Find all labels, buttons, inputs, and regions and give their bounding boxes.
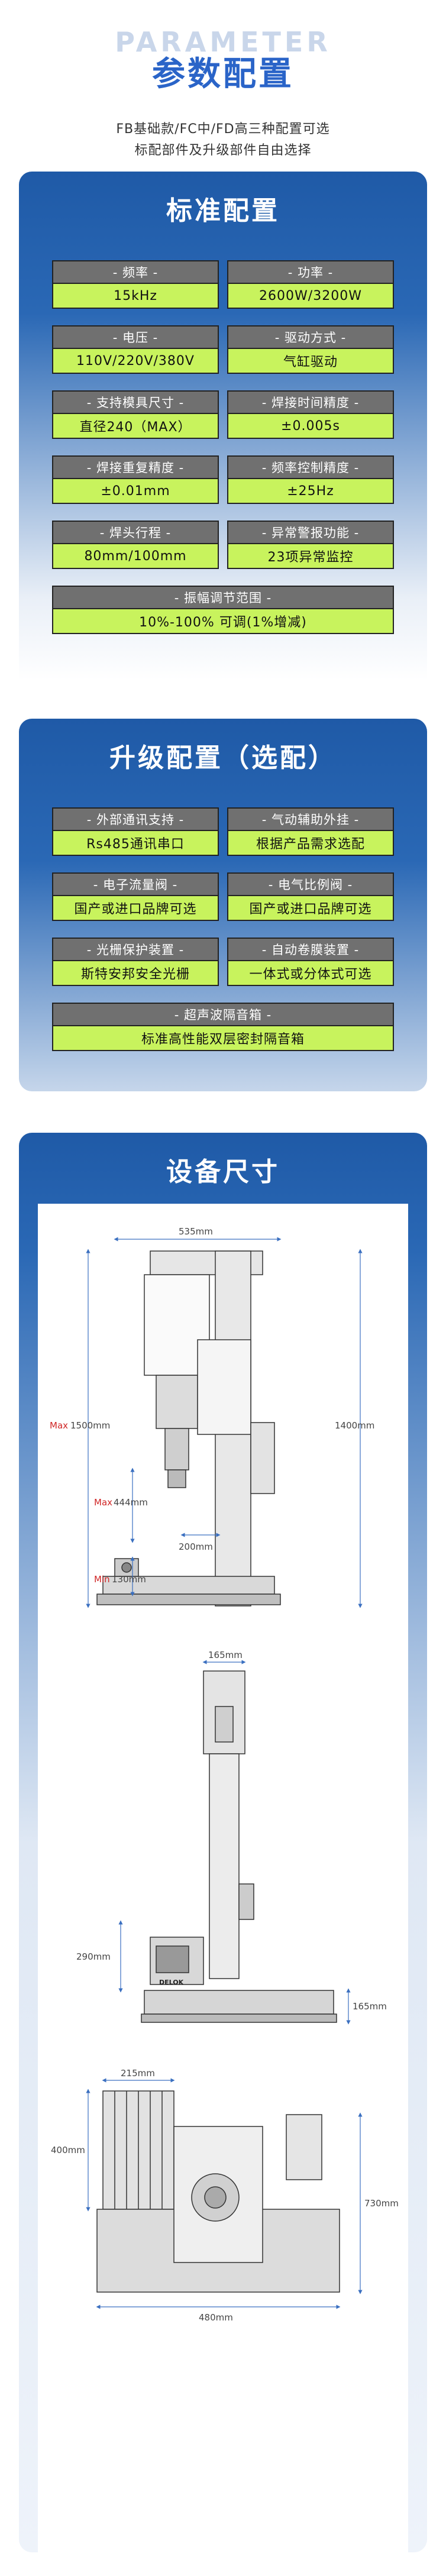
front-max-prefix: Max: [50, 1420, 68, 1431]
page-header: PARAMETER 参数配置 FB基础款/FC中/FD高三种配置可选 标配部件及…: [0, 0, 446, 172]
spec-value: 23项异常监控: [227, 544, 394, 569]
spec-value: 80mm/100mm: [52, 544, 219, 569]
spec-label: - 频率 -: [52, 260, 219, 284]
spec-weld-time-precision: - 焊接时间精度 - ±0.005s: [227, 390, 394, 439]
spec-value: ±0.005s: [227, 414, 394, 439]
spec-value: 15kHz: [52, 284, 219, 309]
upgrade-light-curtain: - 光栅保护装置 - 斯特安邦安全光栅: [52, 938, 219, 986]
spec-label: - 焊接重复精度 -: [52, 455, 219, 479]
upgrade-label: - 外部通讯支持 -: [52, 807, 219, 831]
upgrade-value: 标准高性能双层密封隔音箱: [52, 1026, 394, 1051]
spec-label: - 驱动方式 -: [227, 325, 394, 349]
spec-label: - 异常警报功能 -: [227, 521, 394, 544]
spec-mold-size: - 支持模具尺寸 - 直径240（MAX）: [52, 390, 219, 439]
spec-label: - 功率 -: [227, 260, 394, 284]
side-view-machine: [141, 1670, 337, 2023]
header-ghost-text: PARAMETER: [115, 26, 331, 58]
upgrade-label: - 超声波隔音箱 -: [52, 1003, 394, 1026]
upgrade-proportional-valve: - 电气比例阀 - 国产或进口品牌可选: [227, 872, 394, 921]
spec-voltage: - 电压 - 110V/220V/380V: [52, 325, 219, 374]
spec-label: - 频率控制精度 -: [227, 455, 394, 479]
front-view-machine: [96, 1250, 281, 1607]
upgrade-config-title: 升级配置（选配）: [109, 743, 337, 773]
upgrade-config-panel: 升级配置（选配） - 外部通讯支持 - Rs485通讯串口 - 气动辅助外挂 -…: [19, 719, 427, 1091]
side-box-height-label: 290mm: [76, 1951, 111, 1962]
front-min-height-label: 130mm: [112, 1574, 146, 1585]
standard-config-title: 标准配置: [166, 196, 280, 226]
spec-label: - 电压 -: [52, 325, 219, 349]
upgrade-value: 根据产品需求选配: [227, 831, 394, 856]
upgrade-film-roller: - 自动卷膜装置 - 一体式或分体式可选: [227, 938, 394, 986]
spec-value: 110V/220V/380V: [52, 349, 219, 374]
side-top-width-label: 165mm: [208, 1650, 243, 1660]
spec-label: - 焊头行程 -: [52, 521, 219, 544]
dimensions-drawing-area: 535mm Max 1500mm 1400mm Max 444mm 200mm …: [38, 1204, 408, 2552]
top-left-height-label: 400mm: [51, 2145, 85, 2155]
upgrade-flow-valve: - 电子流量阀 - 国产或进口品牌可选: [52, 872, 219, 921]
dimension-drawings: 535mm Max 1500mm 1400mm Max 444mm 200mm …: [50, 1226, 399, 2323]
spec-value: ±0.01mm: [52, 479, 219, 504]
upgrade-value: 一体式或分体式可选: [227, 961, 394, 986]
dimensions-title: 设备尺寸: [166, 1157, 280, 1187]
side-base-height-label: 165mm: [353, 2001, 387, 2012]
front-depth-label: 200mm: [179, 1541, 213, 1552]
front-width-label: 535mm: [179, 1226, 213, 1237]
spec-repeat-precision: - 焊接重复精度 - ±0.01mm: [52, 455, 219, 504]
top-base-width-label: 480mm: [199, 2312, 233, 2323]
spec-alarm: - 异常警报功能 - 23项异常监控: [227, 521, 394, 569]
page-title: 参数配置: [152, 55, 294, 93]
standard-config-grid: - 频率 - 15kHz - 功率 - 2600W/3200W - 电压 - 1…: [52, 260, 394, 639]
header-subtitle-2: 标配部件及升级部件自由选择: [134, 143, 312, 158]
upgrade-soundproof-box: - 超声波隔音箱 - 标准高性能双层密封隔音箱: [52, 1003, 394, 1051]
front-max-height-label: 1500mm: [70, 1420, 110, 1431]
top-width-label: 215mm: [121, 2068, 155, 2079]
spec-value: 2600W/3200W: [227, 284, 394, 309]
upgrade-value: 斯特安邦安全光栅: [52, 961, 219, 986]
spec-value: 直径240（MAX）: [52, 414, 219, 439]
front-min-prefix: Min: [94, 1574, 110, 1585]
spec-horn-stroke: - 焊头行程 - 80mm/100mm: [52, 521, 219, 569]
spec-drive-mode: - 驱动方式 - 气缸驱动: [227, 325, 394, 374]
upgrade-pneumatic-aux: - 气动辅助外挂 - 根据产品需求选配: [227, 807, 394, 856]
front-stroke-prefix: Max: [94, 1497, 112, 1508]
front-stroke-label: 444mm: [114, 1497, 148, 1508]
side-brand-label: DELOK: [159, 1979, 184, 1986]
spec-frequency: - 频率 - 15kHz: [52, 260, 219, 309]
spec-value: 10%-100% 可调(1%增减): [52, 609, 394, 634]
upgrade-config-grid: - 外部通讯支持 - Rs485通讯串口 - 气动辅助外挂 - 根据产品需求选配…: [52, 807, 394, 1056]
spec-value: ±25Hz: [227, 479, 394, 504]
upgrade-value: 国产或进口品牌可选: [52, 896, 219, 921]
spec-label: - 振幅调节范围 -: [52, 586, 394, 609]
upgrade-label: - 电气比例阀 -: [227, 872, 394, 896]
spec-label: - 支持模具尺寸 -: [52, 390, 219, 414]
spec-value: 气缸驱动: [227, 349, 394, 374]
upgrade-value: Rs485通讯串口: [52, 831, 219, 856]
upgrade-label: - 自动卷膜装置 -: [227, 938, 394, 961]
standard-config-panel: 标准配置 - 频率 - 15kHz - 功率 - 2600W/3200W - 电…: [19, 172, 427, 692]
dimensions-panel: 设备尺寸 5: [19, 1133, 427, 2552]
top-view-machine: [96, 2090, 340, 2293]
top-right-height-label: 730mm: [364, 2198, 399, 2209]
upgrade-label: - 电子流量阀 -: [52, 872, 219, 896]
spec-power: - 功率 - 2600W/3200W: [227, 260, 394, 309]
upgrade-value: 国产或进口品牌可选: [227, 896, 394, 921]
upgrade-label: - 光栅保护装置 -: [52, 938, 219, 961]
upgrade-comm-support: - 外部通讯支持 - Rs485通讯串口: [52, 807, 219, 856]
spec-amplitude-range: - 振幅调节范围 - 10%-100% 可调(1%增减): [52, 586, 394, 634]
front-height-label: 1400mm: [335, 1420, 374, 1431]
spec-frequency-control: - 频率控制精度 - ±25Hz: [227, 455, 394, 504]
upgrade-label: - 气动辅助外挂 -: [227, 807, 394, 831]
header-subtitle-1: FB基础款/FC中/FD高三种配置可选: [116, 122, 330, 137]
spec-label: - 焊接时间精度 -: [227, 390, 394, 414]
